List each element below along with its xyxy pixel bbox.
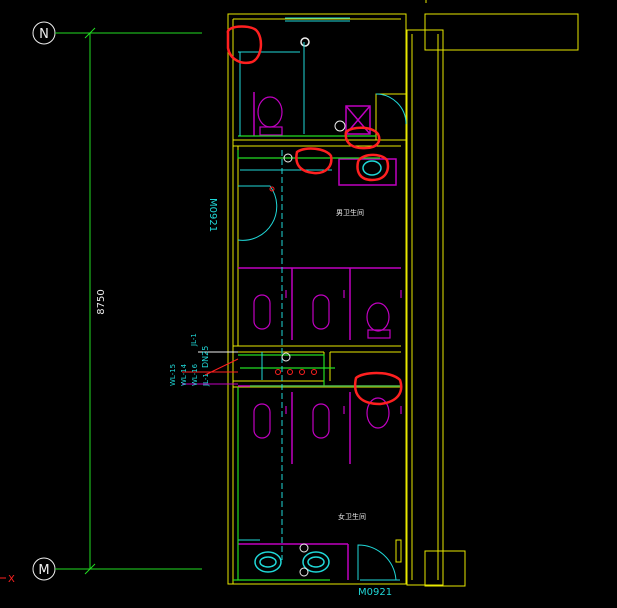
stall-partitions [238,92,401,580]
dimension-label: 8750 [96,289,107,314]
valves [269,186,317,375]
door-tag-bottom: M0921 [358,587,392,598]
axis-n-label: N [39,27,49,42]
sink-2 [302,551,330,573]
ucs-marker: X [0,574,15,585]
squat-toilet-3 [253,403,271,439]
interior-walls [232,19,407,584]
pipe-label-2: WL-14 [180,363,188,386]
pipe-label-1: WL-15 [169,364,177,386]
dimension-8750: 8750 [84,27,107,575]
ucs-x-label: X [8,574,15,585]
toilet-top [257,96,283,128]
water-pipes [233,135,400,581]
sink-3 [362,160,382,176]
annotation-circle-5 [353,371,403,406]
pipe-label-5: JL-1 [190,333,198,347]
outer-walls [227,0,579,587]
drain-pipes [238,42,346,577]
door-swings [237,93,407,581]
fixtures [253,96,402,439]
room-mens: 男卫生间 [336,208,364,217]
pipe-callouts: WL-15 WL-14 WL-16 JL-1 JL-1 DN25 [169,333,239,387]
red-annotations [226,25,403,406]
axis-m-label: M [38,563,49,578]
pipe-label-3: WL-16 [191,363,199,386]
squat-toilet-2 [312,294,330,330]
annotation-circle-3 [295,147,333,175]
annotation-circle-2 [344,126,381,150]
annotation-circle-4 [356,153,390,182]
squat-toilet-1 [253,294,271,330]
grid-axis-m: M [32,557,202,581]
door-women [357,544,397,581]
sinks [254,37,382,573]
room-womens: 女卫生间 [338,512,366,521]
squat-toilet-4 [312,403,330,439]
door-tag-left: M0921 [207,198,218,232]
pipe-label-4: JL-1 [202,373,210,387]
toilet-women [366,397,390,429]
sink-1 [254,551,282,573]
dimension-small: DN25 [201,346,210,368]
grid-axis-n: N [32,21,202,45]
door-men [237,185,278,241]
annotation-circle-1 [226,25,263,65]
toilet-men [366,302,390,332]
